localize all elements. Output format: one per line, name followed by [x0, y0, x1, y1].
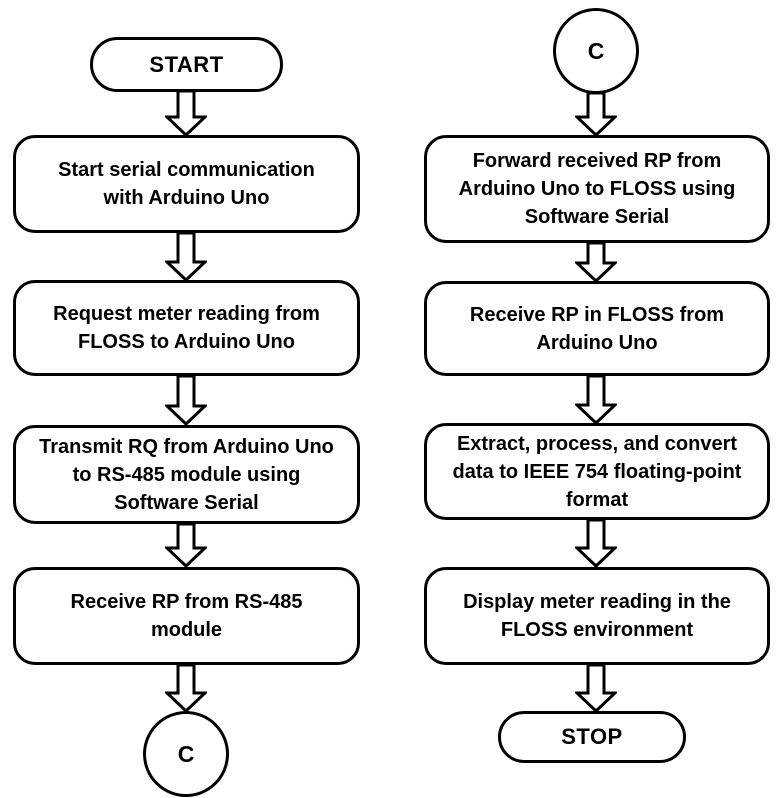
down-arrow-connector-to-r1: [575, 92, 617, 136]
process-transmit-rq: Transmit RQ from Arduino Uno to RS-485 m…: [13, 425, 360, 524]
terminator-start-label: START: [149, 51, 224, 77]
process-label: Start serial communication with Arduino …: [58, 159, 315, 209]
terminator-start: START: [90, 37, 283, 92]
process-forward-received-rp: Forward received RP from Arduino Uno to …: [424, 135, 770, 243]
down-arrow-r3-to-r4: [575, 519, 617, 567]
connector-c-left: C: [143, 711, 229, 797]
process-label: Display meter reading in the FLOSS envir…: [463, 591, 731, 641]
connector-c-right: C: [553, 8, 639, 94]
process-label: Request meter reading from FLOSS to Ardu…: [53, 303, 320, 353]
process-start-serial-communication: Start serial communication with Arduino …: [13, 135, 360, 233]
down-arrow-r4-to-stop: [575, 664, 617, 712]
connector-label: C: [177, 740, 195, 767]
process-label: Receive RP in FLOSS from Arduino Uno: [469, 303, 725, 354]
down-arrow-r2-to-r3: [575, 375, 617, 424]
terminator-stop: STOP: [498, 711, 686, 763]
process-extract-convert-ieee754: Extract, process, and convert data to IE…: [424, 423, 770, 520]
process-label: Transmit RQ from Arduino Uno to RS-485 m…: [39, 435, 334, 514]
process-label: Receive RP from RS-485 module: [70, 591, 303, 641]
down-arrow-l3-to-l4: [165, 523, 207, 567]
process-label: Forward received RP from Arduino Uno to …: [458, 150, 736, 228]
down-arrow-l2-to-l3: [165, 375, 207, 425]
down-arrow-l1-to-l2: [165, 232, 207, 281]
process-receive-rp-rs485: Receive RP from RS-485 module: [13, 567, 360, 665]
process-receive-rp-floss: Receive RP in FLOSS from Arduino Uno: [424, 281, 770, 376]
connector-label: C: [587, 37, 605, 64]
down-arrow-start-to-l1: [165, 90, 207, 136]
down-arrow-l4-to-connector: [165, 664, 207, 712]
down-arrow-r1-to-r2: [575, 242, 617, 282]
process-display-meter-reading: Display meter reading in the FLOSS envir…: [424, 567, 770, 665]
process-label: Extract, process, and convert data to IE…: [452, 432, 742, 511]
terminator-stop-label: STOP: [561, 724, 623, 749]
process-request-meter-reading: Request meter reading from FLOSS to Ardu…: [13, 280, 360, 376]
